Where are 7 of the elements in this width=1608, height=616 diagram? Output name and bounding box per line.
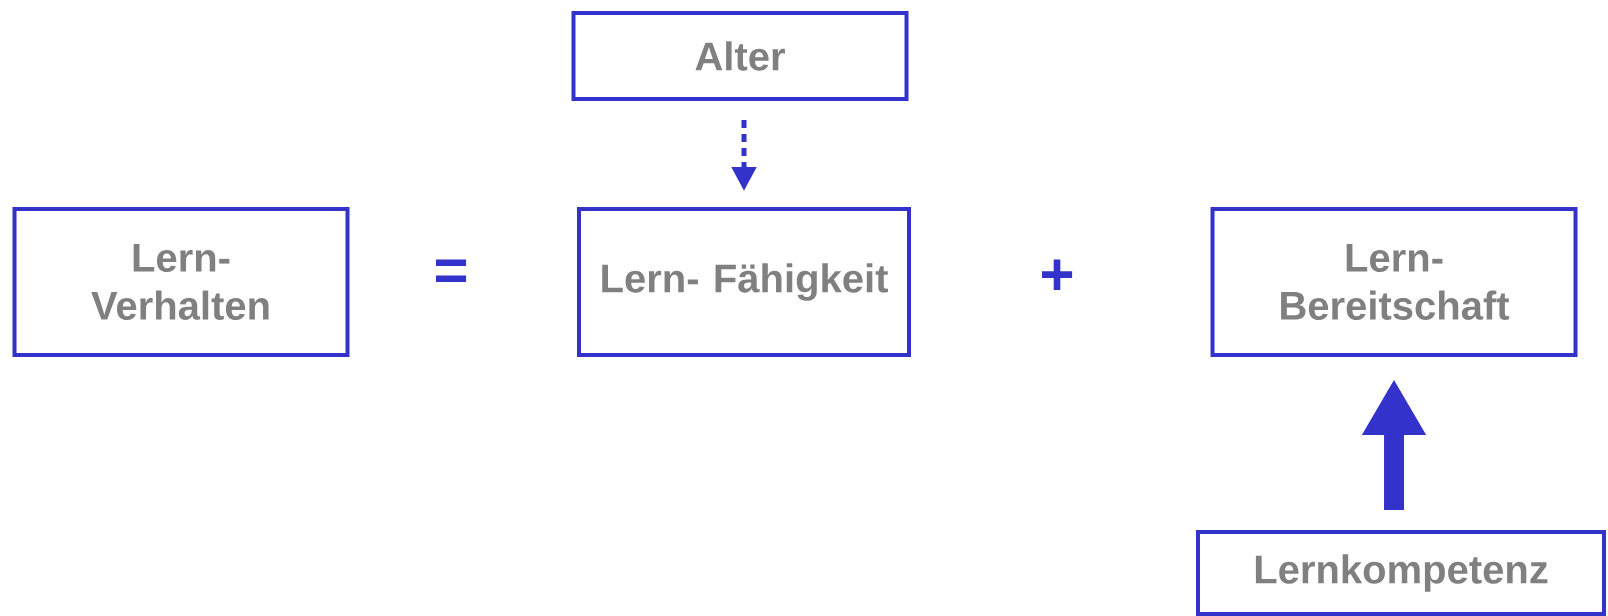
operator-sign: = — [436, 259, 467, 283]
text-box: Alter — [571, 11, 909, 101]
text-box: Lernkompetenz — [1196, 530, 1606, 616]
text-box: Lern- Verhalten — [12, 207, 350, 357]
text-box: Lern- Bereitschaft — [1210, 207, 1578, 357]
operator-sign: + — [1042, 259, 1073, 290]
text-box: Lern- Fähigkeit — [577, 207, 911, 357]
